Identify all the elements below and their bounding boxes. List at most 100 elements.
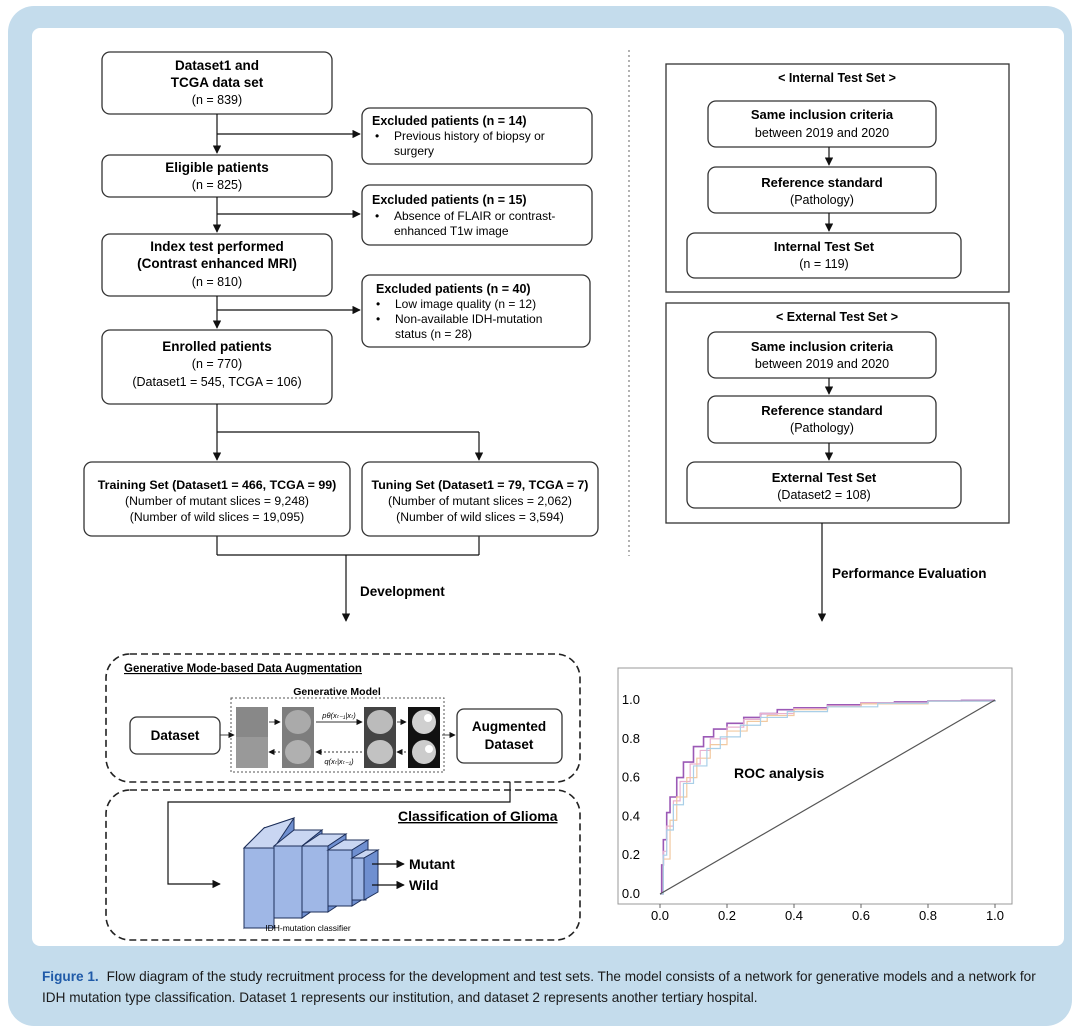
mri-slices-image <box>236 707 440 768</box>
output-mutant: Mutant <box>409 856 455 872</box>
roc-chart: 0.0 0.2 0.4 0.6 0.8 1.0 0.0 0.2 0.4 0.6 0.8 1.0 ROC… <box>617 667 1013 923</box>
internal-reference-type: (Pathology) <box>790 193 854 207</box>
roc-ytick-5: 1.0 <box>622 692 640 707</box>
external-criteria-years: between 2019 and 2020 <box>755 357 889 371</box>
augmented-label-2: Dataset <box>485 737 534 752</box>
internal-test-section: < Internal Test Set > Same inclusion cri… <box>665 63 1010 293</box>
augmented-label-1: Augmented <box>472 719 546 734</box>
tuning-set-box: Tuning Set (Dataset1 = 79, TCGA = 7) (Nu… <box>361 461 599 537</box>
dataset-box-line2: TCGA data set <box>171 75 264 90</box>
dataset-box: Dataset1 and TCGA data set (n = 839) <box>101 51 333 115</box>
figure-panel: Dataset1 and TCGA data set (n = 839) Exc… <box>32 28 1064 946</box>
classification-section: Classification of Glioma <box>105 789 581 941</box>
caption-label: Figure 1. <box>42 969 99 984</box>
roc-title: ROC analysis <box>734 765 824 781</box>
flow-diagram: Dataset1 and TCGA data set (n = 839) Exc… <box>83 50 1013 941</box>
roc-xtick-4: 0.8 <box>919 908 937 923</box>
internal-criteria-years: between 2019 and 2020 <box>755 126 889 140</box>
augmentation-title: Generative Mode-based Data Augmentation <box>124 663 362 675</box>
index-box-line2: (Contrast enhanced MRI) <box>137 256 297 271</box>
model-arrows <box>220 718 456 756</box>
external-reference-type: (Pathology) <box>790 421 854 435</box>
augmentation-section: Generative Mode-based Data Augmentation … <box>105 653 581 783</box>
external-testset-count: (Dataset2 = 108) <box>777 488 870 502</box>
training-box-wild: (Number of wild slices = 19,095) <box>130 510 304 524</box>
cnn-classifier-image <box>242 817 380 930</box>
excluded-3-item1: Low image quality (n = 12) <box>395 297 536 311</box>
reverse-formula: q(xₜ|xₜ₋₁) <box>324 757 354 766</box>
excluded-2-item1: Absence of FLAIR or contrast- <box>394 209 555 223</box>
dataset-box-line1: Dataset1 and <box>175 58 259 73</box>
index-box-line1: Index test performed <box>150 239 284 254</box>
dataset-input-label: Dataset <box>151 728 200 743</box>
bullet: • <box>375 129 379 143</box>
figure-frame: Dataset1 and TCGA data set (n = 839) Exc… <box>8 6 1072 1026</box>
enrolled-box-count: (n = 770) <box>192 357 242 371</box>
eligible-box: Eligible patients (n = 825) <box>101 154 333 198</box>
tuning-box-wild: (Number of wild slices = 3,594) <box>396 510 564 524</box>
roc-series-4 <box>659 699 996 895</box>
external-criteria-title: Same inclusion criteria <box>751 339 894 354</box>
excluded-1-item1: Previous history of biopsy or <box>394 129 545 143</box>
forward-formula: pθ(xₜ₋₁|xₜ) <box>321 711 356 720</box>
bullet: • <box>375 209 379 223</box>
output-wild: Wild <box>409 877 438 893</box>
training-box-title: Training Set (Dataset1 = 466, TCGA = 99) <box>98 478 337 492</box>
test-connectors <box>817 147 834 622</box>
roc-xtick-3: 0.6 <box>852 908 870 923</box>
roc-ticks: 0.0 0.2 0.4 0.6 0.8 1.0 0.0 0.2 0.4 0.6 0.8 1.0 <box>622 692 1004 923</box>
eligible-box-title: Eligible patients <box>165 160 269 175</box>
internal-testset-count: (n = 119) <box>799 257 848 271</box>
output-arrows <box>372 859 405 890</box>
classifier-label: IDH-mutation classifier <box>265 923 351 933</box>
performance-label: Performance Evaluation <box>832 566 987 581</box>
tuning-box-title: Tuning Set (Dataset1 = 79, TCGA = 7) <box>372 478 589 492</box>
training-box-mutant: (Number of mutant slices = 9,248) <box>125 494 309 508</box>
internal-reference-title: Reference standard <box>761 175 882 190</box>
caption-text: Flow diagram of the study recruitment pr… <box>42 969 1036 1005</box>
classification-title: Classification of Glioma <box>398 808 558 824</box>
roc-series-2 <box>660 700 996 895</box>
excluded-1-title: Excluded patients (n = 14) <box>372 114 527 128</box>
enrolled-box-split: (Dataset1 = 545, TCGA = 106) <box>132 375 301 389</box>
bullet: • <box>376 297 380 311</box>
enrolled-box-title: Enrolled patients <box>162 339 272 354</box>
excluded-3-item2: Non-available IDH-mutation <box>395 312 542 326</box>
excluded-1-item2: surgery <box>394 144 434 158</box>
roc-xtick-2: 0.4 <box>785 908 803 923</box>
excluded-3-title: Excluded patients (n = 40) <box>376 282 531 296</box>
dataset-box-count: (n = 839) <box>192 93 242 107</box>
roc-ytick-2: 0.4 <box>622 808 640 823</box>
roc-xtick-0: 0.0 <box>651 908 669 923</box>
aug-to-classifier-connector <box>167 782 511 889</box>
roc-ytick-1: 0.2 <box>622 847 640 862</box>
excluded-2-title: Excluded patients (n = 15) <box>372 193 527 207</box>
enrolled-box: Enrolled patients (n = 770) (Dataset1 = … <box>101 329 333 405</box>
roc-ytick-3: 0.6 <box>622 770 640 785</box>
external-reference-title: Reference standard <box>761 403 882 418</box>
internal-criteria-title: Same inclusion criteria <box>751 107 894 122</box>
figure-caption: Figure 1.Flow diagram of the study recru… <box>42 966 1062 1008</box>
roc-series-3 <box>660 700 996 895</box>
development-label: Development <box>360 584 445 599</box>
external-testset-title: External Test Set <box>772 470 877 485</box>
roc-ytick-0: 0.0 <box>622 886 640 901</box>
generative-model-label: Generative Model <box>293 686 381 698</box>
excluded-box-1: Excluded patients (n = 14) • Previous hi… <box>361 107 593 165</box>
roc-xtick-1: 0.2 <box>718 908 736 923</box>
index-box-count: (n = 810) <box>192 275 242 289</box>
roc-xtick-5: 1.0 <box>986 908 1004 923</box>
bullet: • <box>376 312 380 326</box>
eligible-box-count: (n = 825) <box>192 178 242 192</box>
excluded-3-item3: status (n = 28) <box>395 327 472 341</box>
excluded-2-item2: enhanced T1w image <box>394 224 509 238</box>
external-test-section: < External Test Set > Same inclusion cri… <box>665 302 1010 524</box>
external-header: < External Test Set > <box>776 310 898 324</box>
index-test-box: Index test performed (Contrast enhanced … <box>101 233 333 297</box>
internal-testset-title: Internal Test Set <box>774 239 875 254</box>
roc-ytick-4: 0.8 <box>622 731 640 746</box>
training-set-box: Training Set (Dataset1 = 466, TCGA = 99)… <box>83 461 351 537</box>
tuning-box-mutant: (Number of mutant slices = 2,062) <box>388 494 572 508</box>
internal-header: < Internal Test Set > <box>778 71 896 85</box>
excluded-box-2: Excluded patients (n = 15) • Absence of … <box>361 184 593 246</box>
